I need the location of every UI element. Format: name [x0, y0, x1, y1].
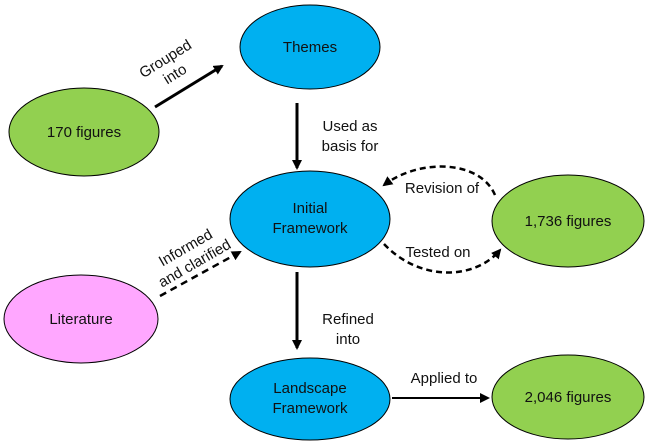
node-initial-framework-label-line1: Initial [292, 200, 327, 217]
arrow-grouped-into [154, 64, 224, 109]
node-themes [239, 4, 381, 90]
edge-label-refined-line1: Refined [322, 311, 374, 328]
node-initial-framework [229, 170, 391, 268]
node-170-figures [8, 87, 160, 177]
node-landscape-framework [229, 357, 391, 441]
node-literature [3, 274, 159, 364]
node-1736-figures-label: 1,736 figures [525, 213, 612, 230]
node-2046-figures-label: 2,046 figures [525, 389, 612, 406]
edge-label-informed-and-clarified: Informed and clarified [155, 226, 234, 291]
node-170-figures-label: 170 figures [47, 124, 121, 141]
node-literature-label: Literature [49, 311, 112, 328]
node-landscape-framework-label-line2: Framework [272, 400, 348, 417]
edge-label-used-as-line2: basis for [322, 138, 379, 155]
node-themes-label: Themes [283, 39, 337, 56]
node-1736-figures [491, 174, 645, 268]
edge-label-applied-to: Applied to [411, 370, 478, 387]
arrow-informed-and-clarified [159, 250, 242, 298]
node-2046-figures [491, 354, 645, 440]
arrow-tested-on [383, 243, 502, 274]
edge-label-used-as-line1: Used as [322, 118, 377, 135]
node-landscape-framework-label-line1: Landscape [273, 380, 346, 397]
edge-label-refined-line2: into [336, 331, 360, 348]
arrow-revision-of [382, 165, 497, 196]
edge-label-revision-of: Revision of [405, 180, 480, 197]
edge-label-grouped-into: Grouped into [136, 37, 195, 89]
node-initial-framework-label-line2: Framework [272, 220, 348, 237]
edge-label-tested-on: Tested on [405, 244, 470, 261]
